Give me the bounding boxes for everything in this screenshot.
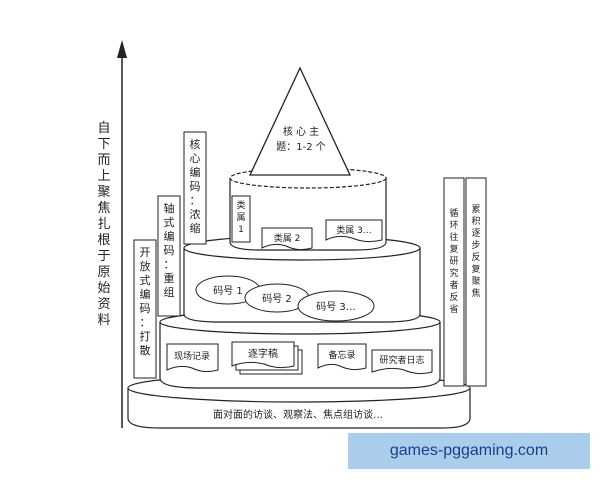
transcript-doc [231, 341, 303, 375]
axial-coding-box [157, 195, 181, 317]
code3-label: 码号 3… [316, 301, 356, 313]
code1-label: 码号 1 [213, 285, 243, 297]
journal-doc [371, 349, 433, 375]
axis-label: 自下而上聚焦扎根于原始资料 [97, 121, 110, 328]
cycle-label: 循环往复研究者反省 [449, 207, 458, 315]
base-label: 面对面的访谈、观察法、焦点组访谈… [213, 408, 383, 421]
field-notes-doc [166, 343, 219, 373]
open-coding-box [133, 239, 157, 379]
subcat3-label: 类属 3… [336, 224, 372, 236]
open-coding-label: 开放式编码：打散 [140, 246, 151, 357]
field-notes-label: 现场记录 [174, 351, 210, 362]
memo-doc [317, 343, 367, 371]
code3-ellipse [297, 290, 375, 322]
core-coding-label: 核心编码：浓缩 [190, 137, 201, 235]
genus-doc [231, 195, 251, 243]
watermark-banner: games-pggaming.com [348, 433, 590, 469]
transcript-label: 逐字稿 [248, 347, 278, 360]
core-coding-box [183, 131, 207, 245]
journal-label: 研究者日志 [379, 354, 424, 366]
memo-label: 备忘录 [328, 349, 355, 361]
axial-coding-label: 轴式编码：重组 [164, 201, 175, 299]
cycle-box [443, 177, 465, 387]
code2-label: 码号 2 [262, 293, 292, 305]
apex-line1: 核 心 主 [283, 125, 319, 138]
subcat2-doc [261, 227, 313, 251]
apex-line2: 题：1-2 个 [276, 141, 326, 153]
apex-triangle [248, 66, 352, 176]
upward-arrow [117, 40, 127, 428]
subcat2-label: 类属 2 [274, 232, 301, 244]
accumulate-label: 累积逐步反复聚焦 [471, 204, 480, 299]
accumulate-box [465, 177, 487, 387]
subcat3-doc [325, 219, 383, 243]
